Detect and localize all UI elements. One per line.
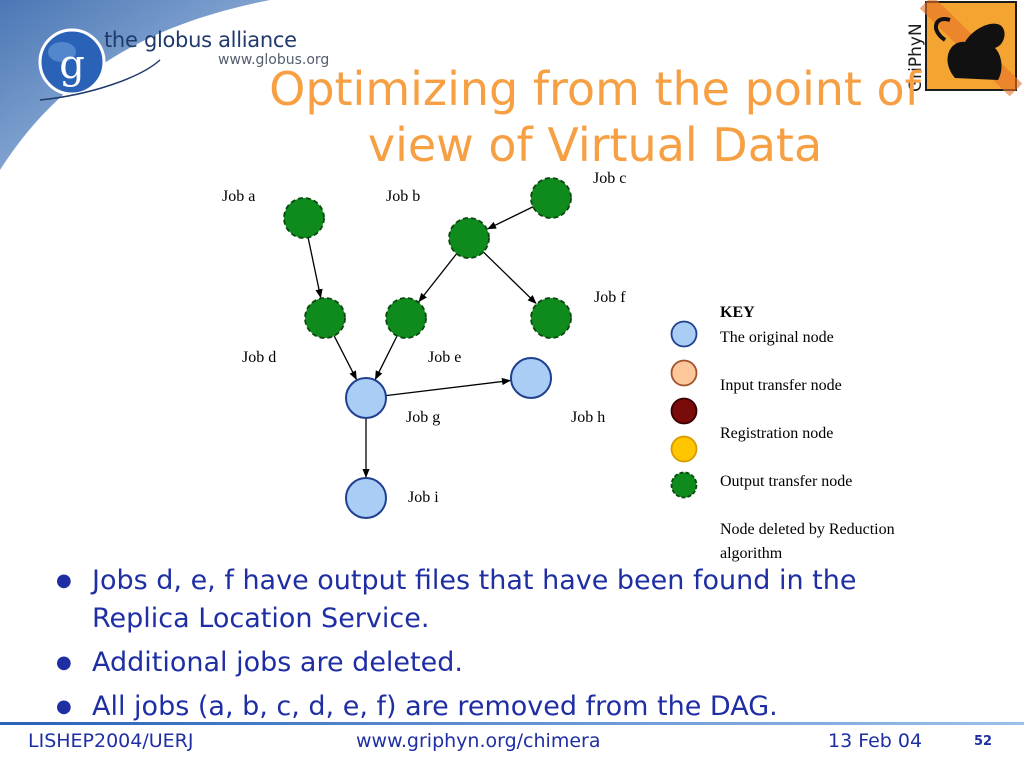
bullet-list: ●Jobs d, e, f have output files that hav… [52, 562, 952, 732]
node-job-g [345, 377, 387, 419]
header-graphics: g GriPhyN [0, 0, 1023, 178]
page-number: 52 [974, 734, 993, 749]
node-label-job-b: Job b [386, 188, 421, 205]
bullet-dot-icon: ● [56, 696, 72, 717]
bullet-item: ●Additional jobs are deleted. [52, 644, 952, 682]
logo-text: the globus alliance [104, 28, 297, 52]
node-job-c [530, 177, 572, 219]
bullet-item: ●All jobs (a, b, c, d, e, f) are removed… [52, 688, 952, 726]
footer-center: www.griphyn.org/chimera [356, 730, 601, 752]
node-job-e [385, 297, 427, 339]
globus-logo-letter: g [59, 42, 85, 88]
bullet-dot-icon: ● [56, 652, 72, 673]
edges-layer [307, 206, 537, 478]
key-output-transfer-node-icon [670, 435, 698, 463]
edge-a-d [307, 237, 323, 299]
node-job-d [304, 297, 346, 339]
node-label-job-f: Job f [594, 289, 626, 306]
griphyn-logo-icon [919, 0, 1023, 97]
edge-b-f [482, 251, 537, 304]
key-input-transfer-node-icon [670, 359, 698, 387]
node-job-a [283, 197, 325, 239]
nodes-layer [283, 177, 572, 519]
edge-b-e [418, 253, 458, 303]
slide-title-line1: Optimizing from the point of [269, 62, 921, 116]
key-symbols [670, 320, 698, 499]
footer-divider [0, 722, 1024, 725]
key-deleted-node-icon [670, 471, 698, 499]
node-label-job-g: Job g [406, 409, 441, 426]
node-job-f [530, 297, 572, 339]
bullet-item: ●Jobs d, e, f have output files that hav… [52, 562, 952, 638]
bullet-dot-icon: ● [56, 570, 72, 591]
key-registration-node-icon [670, 397, 698, 425]
node-label-job-a: Job a [222, 188, 256, 205]
key-label-deleted-cont: algorithm [720, 545, 783, 562]
key-label-input-transfer: Input transfer node [720, 377, 842, 394]
footer-left: LISHEP2004/UERJ [28, 730, 194, 752]
key-label-registration: Registration node [720, 425, 834, 442]
edge-c-b [487, 206, 534, 230]
node-label-job-i: Job i [408, 489, 439, 506]
griphyn-vertical-text: GriPhyN [906, 23, 926, 92]
slide-title-line2: view of Virtual Data [367, 118, 823, 172]
key-title: KEY [720, 304, 755, 321]
key-label-original: The original node [720, 329, 834, 346]
edge-e-g [374, 335, 398, 381]
node-label-job-c: Job c [593, 170, 627, 187]
node-label-job-e: Job e [428, 349, 462, 366]
node-label-job-h: Job h [571, 409, 606, 426]
node-job-i [345, 477, 387, 519]
dag-diagram [283, 177, 698, 519]
edge-g-h [385, 377, 512, 397]
edge-d-g [333, 335, 358, 381]
logo-url: www.globus.org [218, 52, 330, 68]
footer-right: 13 Feb 04 [828, 730, 923, 752]
key-label-deleted: Node deleted by Reduction [720, 521, 895, 538]
node-job-b [448, 217, 490, 259]
node-job-h [510, 357, 552, 399]
key-label-output-transfer: Output transfer node [720, 473, 853, 490]
node-label-job-d: Job d [242, 349, 277, 366]
key-original-node-icon [670, 320, 698, 348]
